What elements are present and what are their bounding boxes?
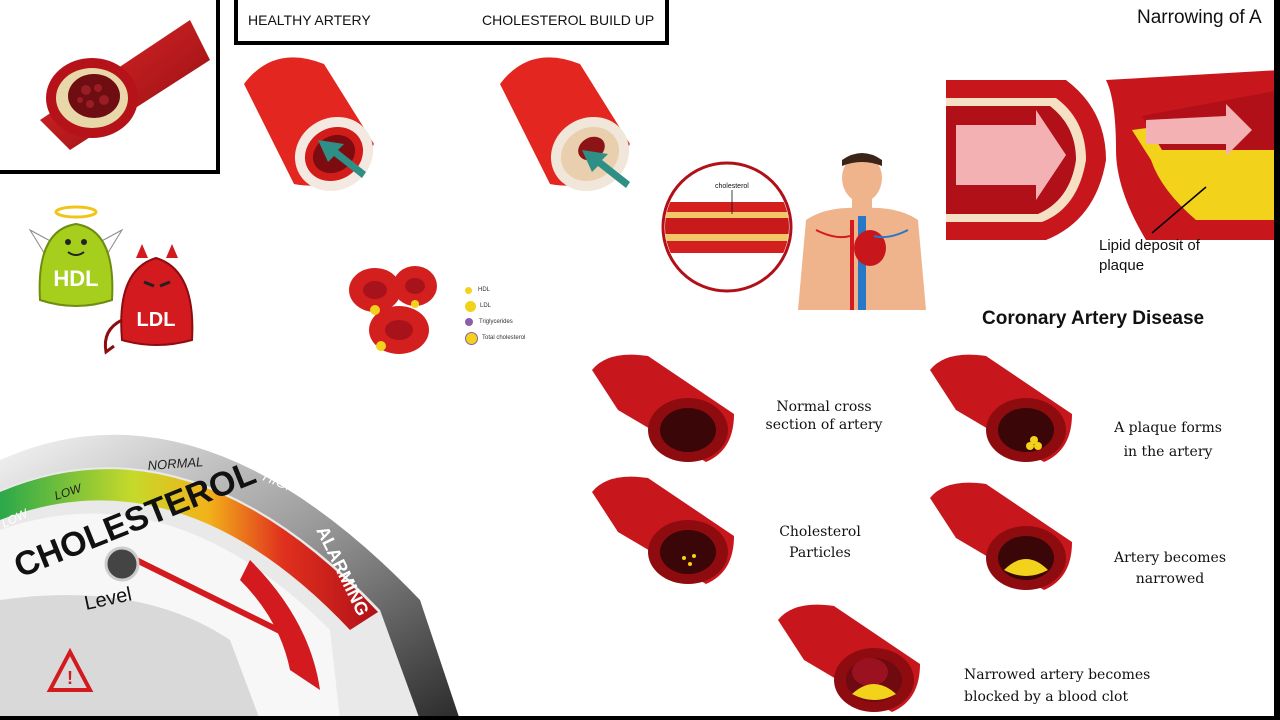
legend-ldl-label: LDL bbox=[480, 303, 492, 309]
svg-text:!: ! bbox=[67, 668, 73, 688]
cholesterol-gauge: ! CHOLESTEROL Level LOW LOW NORMAL HIGH … bbox=[0, 434, 460, 720]
hdl-text: HDL bbox=[53, 266, 98, 291]
comparison-title-box: HEALTHY ARTERY CHOLESTEROL BUILD UP bbox=[234, 0, 669, 45]
lipid-legend: HDL LDL Triglycerides Total cholesterol bbox=[465, 282, 535, 346]
lipid-caption-line-1: Lipid deposit of bbox=[1099, 237, 1200, 254]
cad-step-1-caption: Normal cross section of artery bbox=[760, 398, 888, 434]
cad-step-4-line-2: narrowed bbox=[1135, 571, 1205, 587]
legend-row-ldl: LDL bbox=[465, 298, 535, 314]
narrowing-title: Narrowing of A bbox=[1137, 7, 1262, 28]
cad-step-4-caption: Artery becomes narrowed bbox=[1106, 548, 1234, 590]
cad-step-2-caption: A plaque forms in the artery bbox=[1108, 416, 1228, 464]
narrowing-artery-illustration bbox=[946, 70, 1280, 240]
cad-step-3-cholesterol-particles bbox=[592, 476, 734, 584]
legend-row-total: Total cholesterol bbox=[465, 330, 535, 346]
cad-step-5-blocked-artery bbox=[778, 604, 920, 712]
healthy-artery-label: HEALTHY ARTERY bbox=[248, 12, 371, 28]
total-cholesterol-icon bbox=[465, 331, 478, 345]
cad-step-1-normal-artery bbox=[592, 354, 734, 462]
legend-row-triglycerides: Triglycerides bbox=[465, 314, 535, 330]
cad-step-3-caption: Cholesterol Particles bbox=[760, 522, 880, 564]
ldl-text: LDL bbox=[137, 309, 176, 331]
cad-step-4-line-1: Artery becomes bbox=[1113, 550, 1227, 566]
legend-row-hdl: HDL bbox=[465, 282, 535, 298]
cad-step-2-line-1: A plaque forms bbox=[1114, 420, 1222, 436]
ldl-dot-icon bbox=[465, 300, 476, 312]
gauge-zone-normal: NORMAL bbox=[147, 454, 204, 473]
cad-title: Coronary Artery Disease bbox=[982, 308, 1205, 329]
legend-hdl-label: HDL bbox=[478, 287, 491, 293]
lipid-caption-line-2: plaque bbox=[1099, 257, 1145, 274]
cad-step-1-line-1: Normal cross bbox=[776, 399, 872, 415]
cad-step-3-line-2: Particles bbox=[789, 545, 851, 561]
cad-step-3-line-1: Cholesterol bbox=[779, 524, 861, 540]
hdl-dot-icon bbox=[465, 286, 472, 294]
lipid-pointer-line bbox=[1151, 186, 1207, 234]
cholesterol-build-up-label: CHOLESTEROL BUILD UP bbox=[482, 12, 655, 28]
human-body-illustration bbox=[798, 153, 926, 310]
cad-step-4-narrowed-artery bbox=[930, 482, 1072, 590]
legend-total-label: Total cholesterol bbox=[482, 335, 526, 341]
lipid-deposit-caption: Lipid deposit of plaque bbox=[1099, 236, 1200, 276]
cad-step-5-line-1: Narrowed artery becomes bbox=[964, 667, 1151, 683]
bottom-border bbox=[0, 716, 1280, 720]
cad-step-2-line-2: in the artery bbox=[1123, 444, 1213, 460]
artery-plaque-photo-frame bbox=[0, 0, 220, 174]
blood-cells-illustration bbox=[349, 266, 437, 354]
healthy-artery-illustration bbox=[244, 57, 374, 192]
cad-step-5-caption: Narrowed artery becomes blocked by a blo… bbox=[964, 664, 1154, 708]
artery-plaque-illustration bbox=[40, 20, 210, 150]
artery-inset-circle: cholesterol bbox=[661, 161, 793, 293]
cad-step-2-plaque-forms bbox=[930, 354, 1072, 462]
inset-cholesterol-label: cholesterol bbox=[715, 183, 749, 190]
hdl-ldl-characters: HDL LDL bbox=[28, 205, 194, 355]
cad-step-1-line-2: section of artery bbox=[765, 417, 883, 433]
cholesterol-buildup-illustration bbox=[500, 57, 630, 192]
triglyceride-cluster-icon bbox=[465, 318, 473, 326]
legend-triglycerides-label: Triglycerides bbox=[479, 319, 513, 325]
cad-step-5-line-2: blocked by a blood clot bbox=[964, 689, 1129, 705]
right-border bbox=[1274, 0, 1280, 720]
